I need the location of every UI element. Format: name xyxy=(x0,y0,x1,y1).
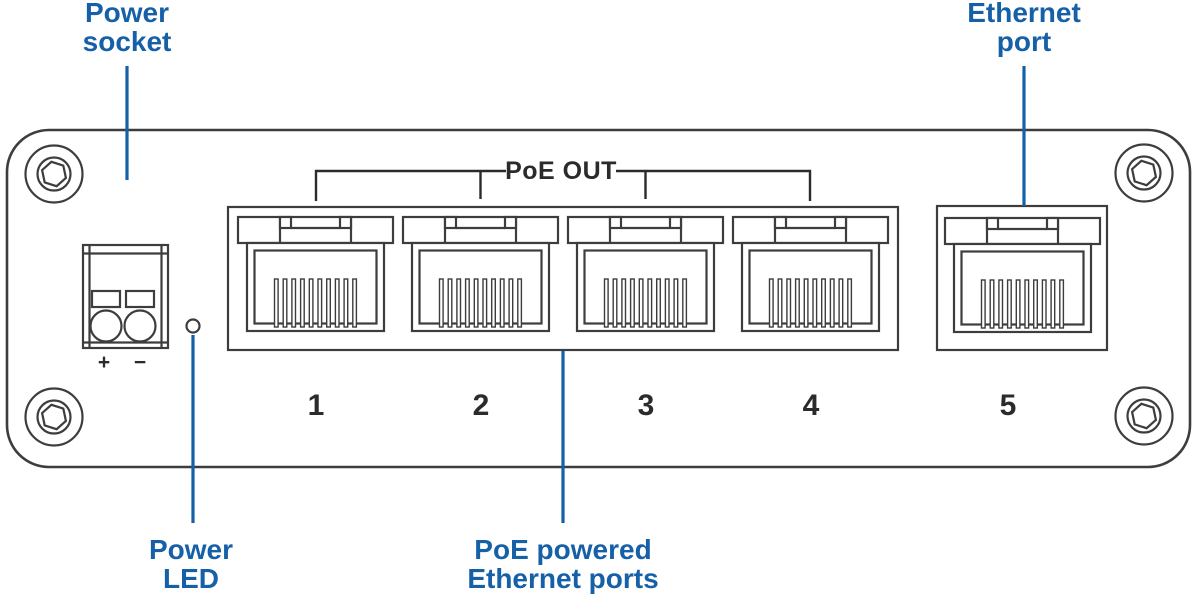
screw-icon-top-left xyxy=(24,144,84,204)
power-led-label: Power LED xyxy=(149,535,233,593)
port-number-4: 4 xyxy=(802,389,820,422)
rj45-port-2-icon xyxy=(401,215,560,333)
port-number-2: 2 xyxy=(472,389,490,422)
poe-out-label: PoE OUT xyxy=(505,157,617,185)
rj45-port-5-icon xyxy=(943,216,1102,334)
power-led-icon xyxy=(185,318,201,334)
port-number-3: 3 xyxy=(637,389,655,422)
ethernet-port-label-line1: Ethernet xyxy=(967,0,1081,28)
power-socket-label-line1: Power xyxy=(84,0,170,28)
screw-icon-bottom-right xyxy=(1114,386,1174,446)
port-number-1: 1 xyxy=(307,389,325,422)
ethernet-port-label: Ethernet port xyxy=(967,0,1081,56)
poe-ports-label-line1: PoE powered xyxy=(474,534,652,565)
poe-ports-label: PoE powered Ethernet ports xyxy=(467,535,658,593)
screw-icon-bottom-left xyxy=(24,387,84,447)
rj45-port-4-icon xyxy=(731,215,890,333)
power-socket-label: Power socket xyxy=(83,0,172,56)
poe-ports-label-line2: Ethernet ports xyxy=(467,563,659,594)
power-plus-terminal-label: + xyxy=(97,351,111,374)
ethernet-port-label-line2: port xyxy=(996,26,1052,57)
port-number-5: 5 xyxy=(999,389,1017,422)
rj45-port-3-icon xyxy=(566,215,725,333)
rj45-port-1-icon xyxy=(236,215,395,333)
power-socket-icon xyxy=(81,243,170,350)
power-socket-label-line2: socket xyxy=(82,26,172,57)
power-minus-terminal-label: − xyxy=(133,351,147,374)
screw-icon-top-right xyxy=(1114,143,1174,203)
power-led-label-line2: LED xyxy=(163,563,219,594)
power-led-label-line1: Power xyxy=(148,534,234,565)
poe-out-bracket xyxy=(314,169,812,201)
